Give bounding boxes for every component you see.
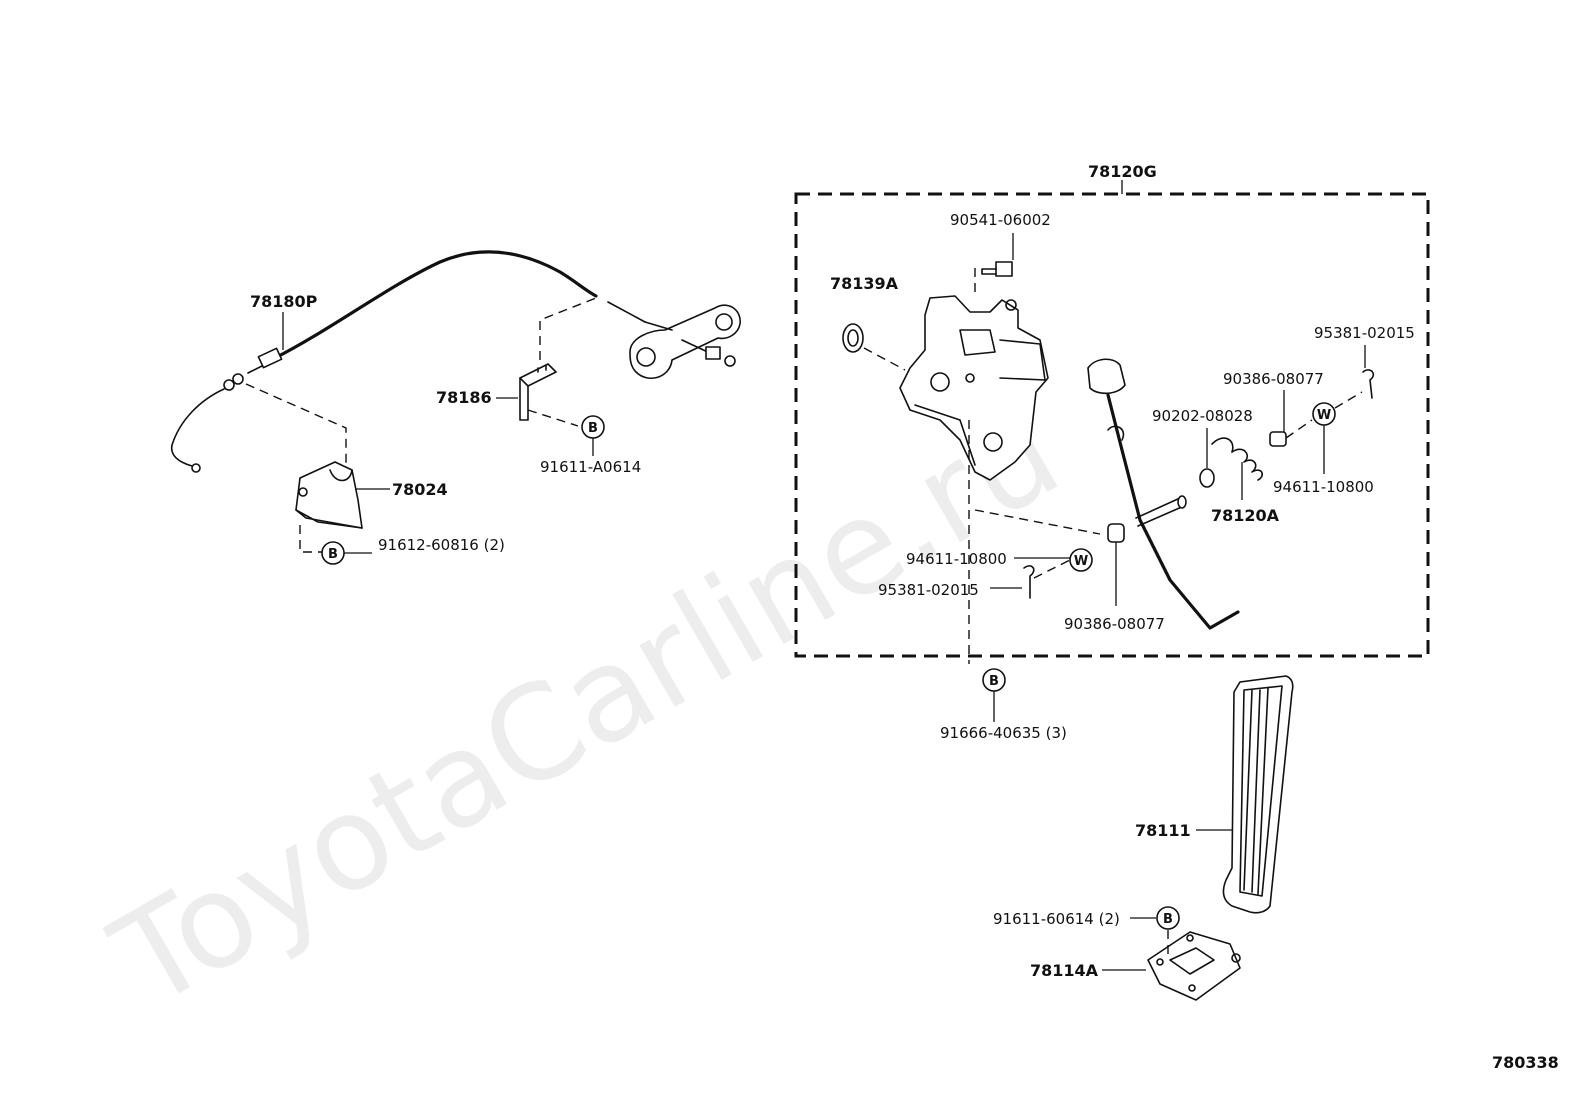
cable-bracket [295, 461, 363, 529]
cotter-left-part [1023, 565, 1035, 599]
washer-symbol-left: W [1069, 548, 1093, 572]
label-bracket-bolt: 91612-60816 (2) [378, 536, 505, 554]
svg-text:B: B [989, 674, 999, 689]
pedal-support-bracket [899, 295, 1049, 481]
label-support-bolt: 91666-40635 (3) [940, 724, 1067, 742]
pedal-pad [1222, 675, 1294, 914]
label-pad-bolt: 91611-60614 (2) [993, 910, 1120, 928]
pedal-arm [1087, 358, 1240, 630]
label-pedal-pad: 78111 [1135, 821, 1191, 840]
label-washer-left: 94611-10800 [906, 550, 1007, 568]
label-bushing: 78139A [830, 274, 899, 293]
pedal-shaft [1135, 495, 1187, 527]
diagram-code: 780338 [1492, 1053, 1559, 1072]
bolt-symbol-support: B [982, 668, 1006, 692]
label-cotter-left: 95381-02015 [878, 581, 979, 599]
label-bush-lower: 90386-08077 [1064, 615, 1165, 633]
label-spring: 78120A [1211, 506, 1280, 525]
return-spring [1211, 437, 1264, 481]
label-cotter-right: 95381-02015 [1314, 324, 1415, 342]
label-cable: 78180P [250, 292, 318, 311]
label-bush-right: 90386-08077 [1223, 370, 1324, 388]
label-washer-right: 94611-10800 [1273, 478, 1374, 496]
cotter-right-part [1362, 369, 1375, 399]
bolt-symbol-clamp: B [581, 415, 605, 439]
svg-text:B: B [1163, 912, 1173, 927]
label-pad-bracket: 78114A [1030, 961, 1099, 980]
washer-small-part [1199, 468, 1215, 488]
label-cable-clamp: 78186 [436, 388, 492, 407]
svg-text:B: B [588, 421, 598, 436]
washer-symbol-right: W [1312, 402, 1336, 426]
bushing-part [842, 323, 864, 353]
bolt-top-part [981, 261, 1013, 277]
bolt-symbol-bracket: B [321, 541, 345, 565]
label-bolt-top: 90541-06002 [950, 211, 1051, 229]
label-washer-small: 90202-08028 [1152, 407, 1253, 425]
bolt-symbol-pad: B [1156, 906, 1180, 930]
label-assembly: 78120G [1088, 162, 1157, 181]
bush-lower-part [1107, 523, 1125, 543]
cable-clamp [519, 363, 557, 421]
svg-text:W: W [1317, 408, 1331, 423]
label-bracket: 78024 [392, 480, 448, 499]
assembly-boundary-box [794, 192, 1430, 658]
accelerator-cable [170, 250, 741, 473]
pad-bracket [1147, 931, 1241, 1001]
svg-text:W: W [1074, 554, 1088, 569]
bush-right-part [1269, 431, 1287, 447]
label-clamp-bolt: 91611-A0614 [540, 458, 641, 476]
svg-text:B: B [328, 547, 338, 562]
